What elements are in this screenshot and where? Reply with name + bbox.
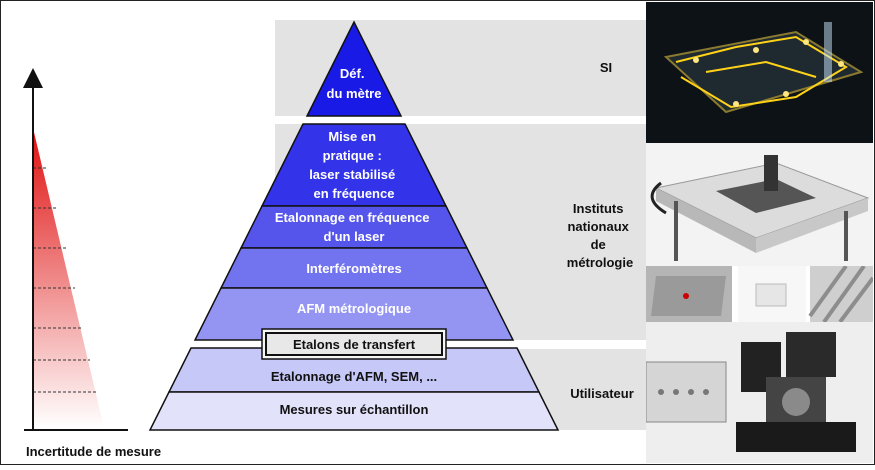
uncertainty-dashes: [33, 167, 96, 393]
laser-table-photo-icon: [646, 2, 873, 143]
label-etalonnage-afm: Etalonnage d'AFM, SEM, ...: [271, 369, 437, 384]
uncertainty-wedge: [33, 128, 104, 428]
band-label-utilisateur: Utilisateur: [570, 386, 634, 401]
pyramid-bottom-group: [148, 347, 560, 431]
uncertainty-axis-label: Incertitude de mesure: [26, 444, 161, 459]
photo-column: [646, 2, 873, 463]
level-definition: [305, 20, 403, 117]
level-afm-metrologique: [193, 287, 515, 341]
afm-instrument-photo-icon: [646, 322, 873, 463]
metrology-platform-photo-icon: [646, 143, 873, 266]
label-mise-en-pratique: Mise en pratique : laser stabilisé en fr…: [309, 129, 399, 201]
band-label-instituts: Instituts nationaux de métrologie: [567, 201, 633, 270]
level-mesures-echantillon: [148, 391, 560, 431]
pyramid-top-group: [193, 20, 515, 341]
label-afm-metrologique: AFM métrologique: [297, 301, 411, 316]
label-definition: Déf. du mètre: [327, 66, 382, 101]
label-mesures-echantillon: Mesures sur échantillon: [280, 402, 429, 417]
band-label-si: SI: [600, 60, 612, 75]
sample-closeups-photo-icon: [646, 266, 873, 322]
label-etalonnage-frequence: Etalonnage en fréquence d'un laser: [275, 210, 433, 244]
label-interferometres: Interféromètres: [306, 261, 401, 276]
pyramid-diagram: SI Instituts nationaux de métrologie Uti…: [23, 20, 646, 459]
transfer-box-inner: [265, 332, 443, 356]
transfer-label: Etalons de transfert: [293, 337, 416, 352]
